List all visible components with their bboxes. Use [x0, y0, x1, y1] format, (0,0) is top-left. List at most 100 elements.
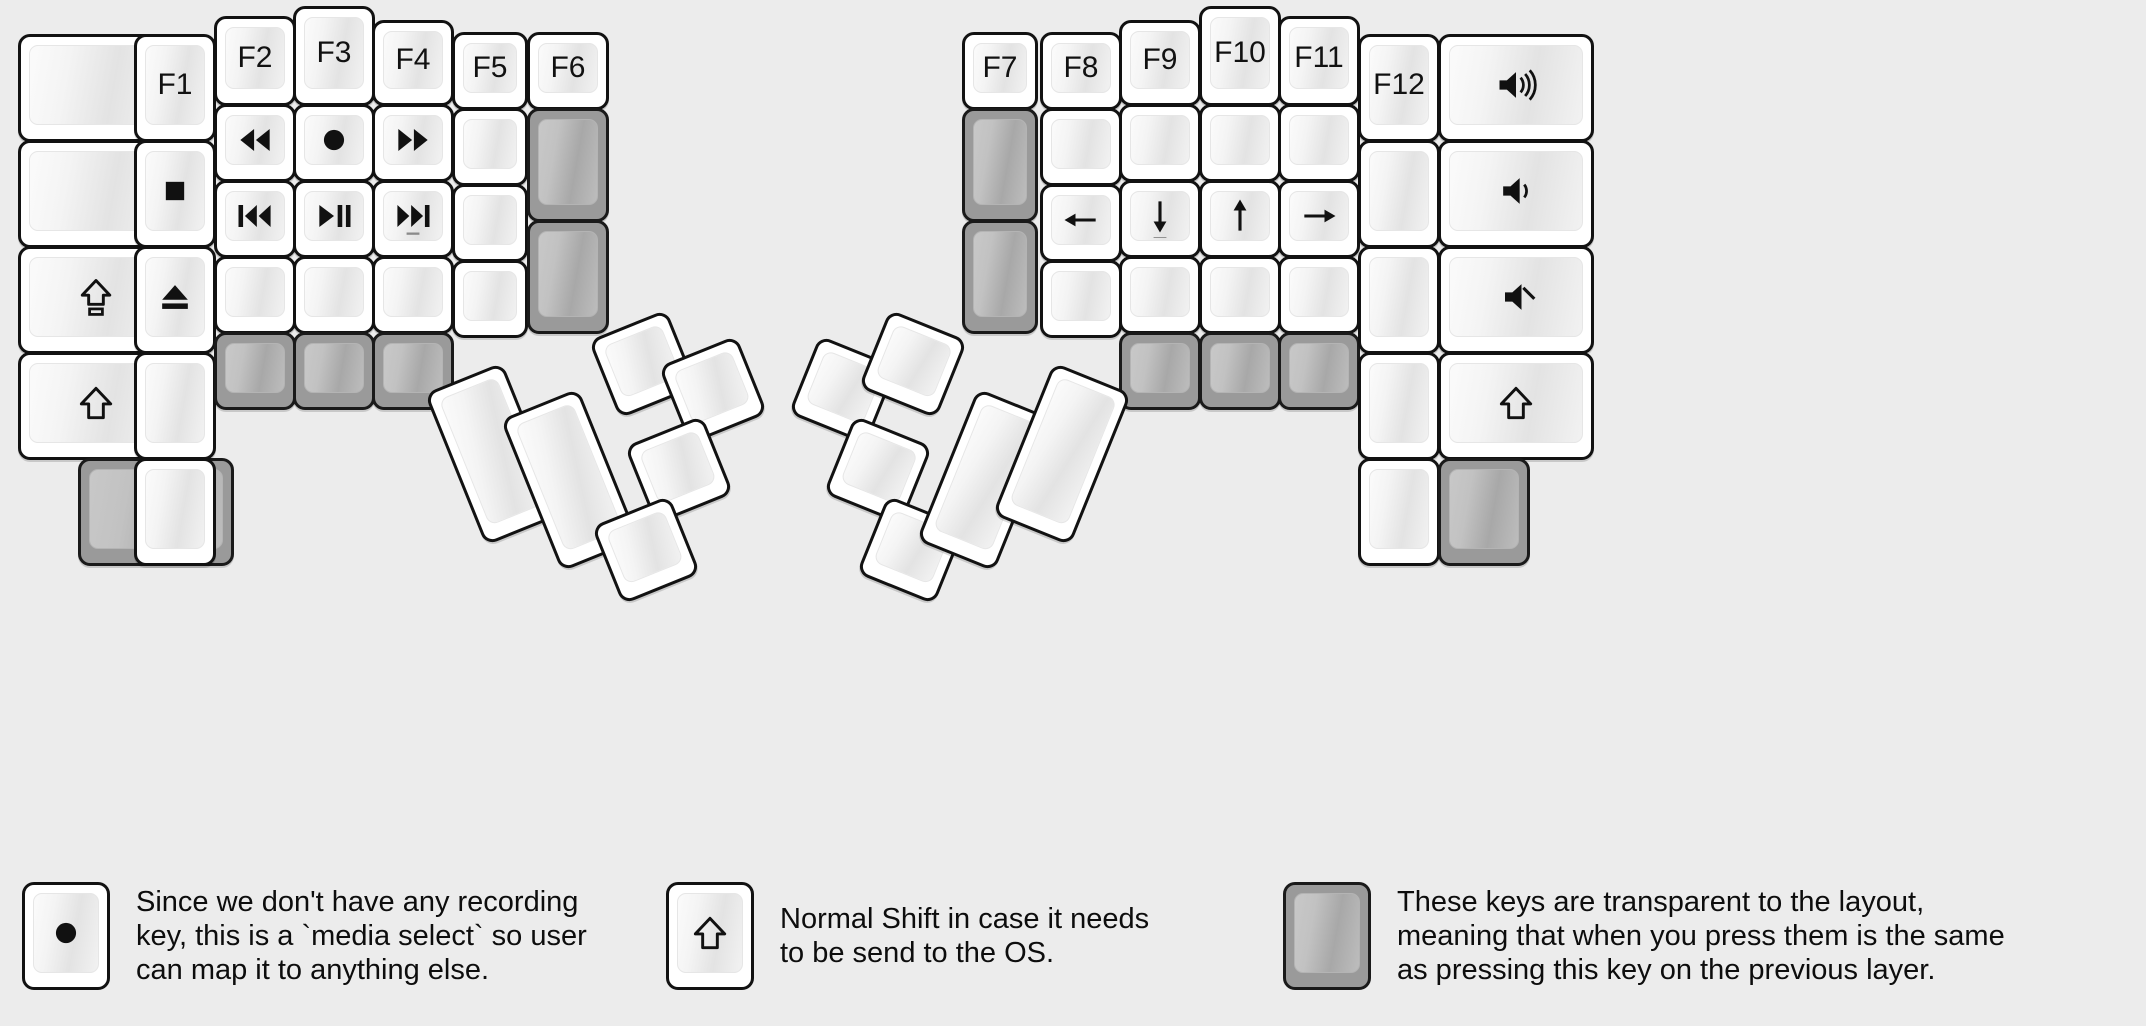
key-l-c1-r3-label [146, 364, 204, 442]
key-l-c1-r2[interactable] [134, 246, 216, 354]
key-l-c3-r4[interactable] [293, 332, 375, 410]
key-l-c2-r0[interactable]: F2 [214, 16, 296, 106]
key-l-c1-r3[interactable] [134, 352, 216, 460]
key-r-c2-r1[interactable] [1119, 104, 1201, 182]
key-l-c5-r1[interactable] [452, 108, 528, 186]
key-r-c4-r4[interactable] [1278, 332, 1360, 410]
key-l-c3-r0[interactable]: F3 [293, 6, 375, 106]
key-r-c4-r0-cap: F11 [1289, 27, 1349, 89]
key-r-c1-r2[interactable] [1040, 184, 1122, 262]
key-l-c2-r4[interactable] [214, 332, 296, 410]
key-l-c2-r4-label [226, 344, 284, 392]
key-l-thumb-4-cap [638, 429, 718, 505]
key-r-c3-r0[interactable]: F10 [1199, 6, 1281, 106]
key-r-c5-r2-label [1370, 258, 1428, 336]
key-r-thumb-1-cap [874, 323, 954, 399]
key-r-c0-r1[interactable] [962, 108, 1038, 222]
key-l-c3-r3[interactable] [293, 256, 375, 334]
key-l-c0-r3-label [30, 364, 162, 442]
key-r-c2-r4-label [1131, 344, 1189, 392]
key-l-c1-r2-label [146, 258, 204, 336]
key-l-c2-r4-cap [225, 343, 285, 393]
key-r-c3-r3[interactable] [1199, 256, 1281, 334]
key-l-c5-r2-label [464, 196, 516, 244]
key-r-c1-r3-cap [1051, 271, 1111, 321]
key-r-c3-r4[interactable] [1199, 332, 1281, 410]
key-l-thumb-5-label [607, 511, 683, 584]
key-r-c1-r2-label [1052, 196, 1110, 244]
key-r-c3-r1-label [1211, 116, 1269, 164]
key-r-c3-r0-label: F10 [1214, 36, 1266, 69]
key-r-c5-r4[interactable] [1358, 458, 1440, 566]
legend-media-select-key[interactable] [22, 882, 110, 990]
key-l-c1-r1[interactable] [134, 140, 216, 248]
key-r-c6-r4[interactable] [1438, 458, 1530, 566]
key-r-c4-r1-label [1290, 116, 1348, 164]
legend-transparent-key[interactable] [1283, 882, 1371, 990]
key-l-c1-r4[interactable] [134, 458, 216, 566]
legend-normal-shift-text: Normal Shift in case it needs to be send… [780, 902, 1150, 969]
key-r-c0-r2[interactable] [962, 220, 1038, 334]
key-r-c1-r0[interactable]: F8 [1040, 32, 1122, 110]
legend-transparent-text: These keys are transparent to the layout… [1397, 885, 2005, 987]
key-l-c4-r1-label [384, 116, 442, 164]
key-r-c6-r2[interactable] [1438, 246, 1594, 354]
key-r-c4-r2[interactable] [1278, 180, 1360, 258]
key-l-c2-r2[interactable] [214, 180, 296, 258]
key-l-c6-r1[interactable] [527, 108, 609, 222]
key-r-c0-r0[interactable]: F7 [962, 32, 1038, 110]
key-r-c6-r3[interactable] [1438, 352, 1594, 460]
key-r-c3-r2[interactable] [1199, 180, 1281, 258]
volume-up-icon [1499, 69, 1537, 101]
key-r-c1-r1[interactable] [1040, 108, 1122, 186]
volume-down-icon [1503, 178, 1528, 204]
key-r-c6-r0[interactable] [1438, 34, 1594, 142]
key-r-c4-r1[interactable] [1278, 104, 1360, 182]
legend-normal-shift-key[interactable] [666, 882, 754, 990]
key-l-c1-r1-label [146, 152, 204, 230]
key-r-c2-r3[interactable] [1119, 256, 1201, 334]
key-r-c6-r1[interactable] [1438, 140, 1594, 248]
key-l-c4-r0[interactable]: F4 [372, 20, 454, 106]
key-l-c5-r2[interactable] [452, 184, 528, 262]
key-l-c3-r1[interactable] [293, 104, 375, 182]
key-r-c6-r0-label [1450, 46, 1582, 124]
key-l-c6-r0[interactable]: F6 [527, 32, 609, 110]
key-l-c1-r0[interactable]: F1 [134, 34, 216, 142]
media-record-icon [323, 129, 345, 151]
key-l-c3-r2-label [305, 192, 363, 240]
key-r-c4-r2-cap [1289, 191, 1349, 241]
key-l-c4-r2[interactable] [372, 180, 454, 258]
key-r-c2-r4[interactable] [1119, 332, 1201, 410]
key-r-c5-r0-cap: F12 [1369, 45, 1429, 125]
key-r-c5-r2[interactable] [1358, 246, 1440, 354]
legend-normal-shift: Normal Shift in case it needs to be send… [666, 882, 1149, 990]
key-r-c5-r1[interactable] [1358, 140, 1440, 248]
key-l-c2-r1[interactable] [214, 104, 296, 182]
shift-arrow-icon [79, 386, 113, 420]
key-l-c5-r0[interactable]: F5 [452, 32, 528, 110]
key-l-c5-r3-cap [463, 271, 517, 321]
key-r-c2-r1-label [1131, 116, 1189, 164]
media-stop-icon [165, 181, 185, 201]
shift-arrow-icon [1499, 386, 1533, 420]
key-r-c1-r3[interactable] [1040, 260, 1122, 338]
key-r-c6-r4-cap [1449, 469, 1519, 549]
key-r-c2-r2[interactable] [1119, 180, 1201, 258]
key-r-c4-r0[interactable]: F11 [1278, 16, 1360, 106]
key-l-c3-r2[interactable] [293, 180, 375, 258]
key-l-c4-r3[interactable] [372, 256, 454, 334]
key-r-c2-r0[interactable]: F9 [1119, 20, 1201, 106]
key-l-c2-r3[interactable] [214, 256, 296, 334]
key-r-c5-r0[interactable]: F12 [1358, 34, 1440, 142]
key-l-c4-r1[interactable] [372, 104, 454, 182]
key-l-c5-r3[interactable] [452, 260, 528, 338]
legend-media-select-key-cap [33, 893, 99, 973]
key-r-c3-r1[interactable] [1199, 104, 1281, 182]
key-r-c0-r2-cap [973, 231, 1027, 317]
media-prev-icon [238, 205, 271, 227]
key-r-c5-r3[interactable] [1358, 352, 1440, 460]
key-l-c1-r2-cap [145, 257, 205, 337]
key-l-c6-r2[interactable] [527, 220, 609, 334]
key-r-c4-r3[interactable] [1278, 256, 1360, 334]
